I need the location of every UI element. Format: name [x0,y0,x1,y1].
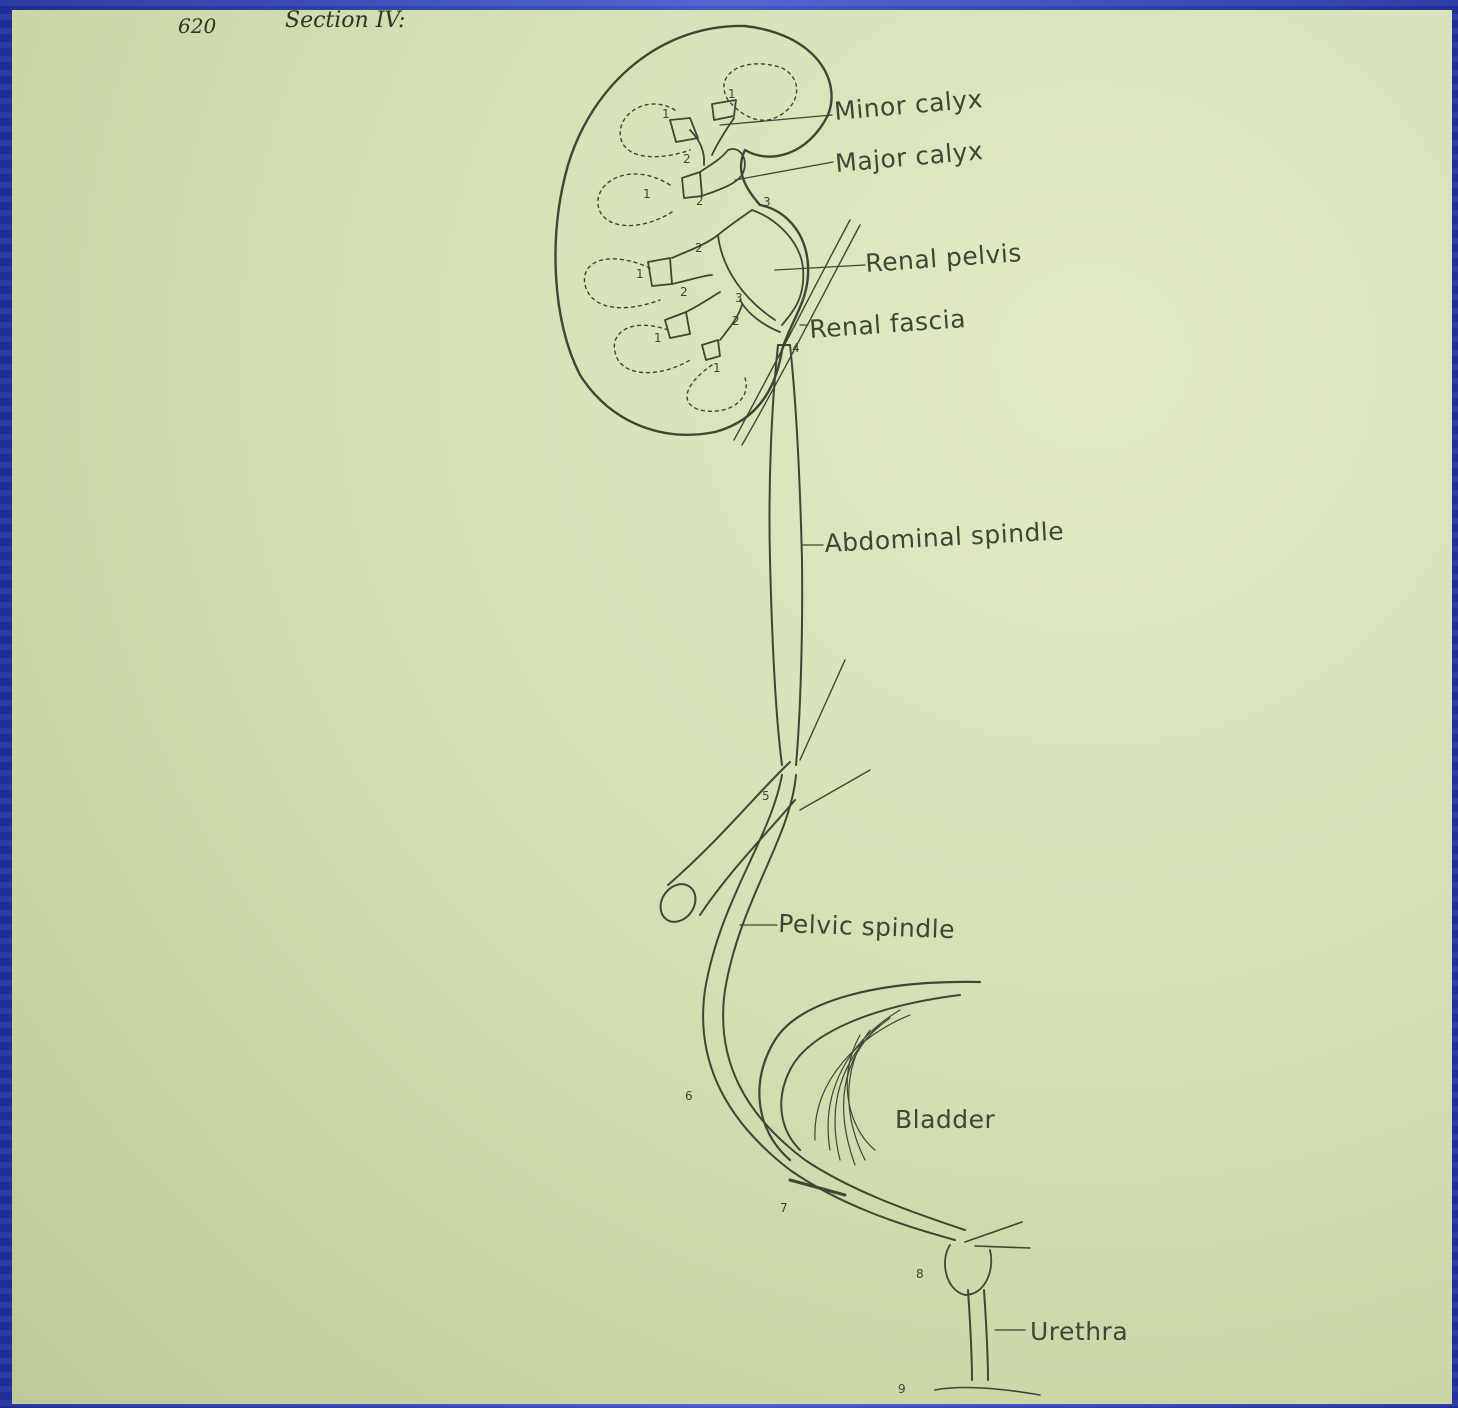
urethra-right-wall [983,1289,989,1381]
abdominal-ureter-right-wall [789,344,804,766]
label-major-calyx: Major calyx [834,136,984,178]
marker-2-major-calyx-d: 2 [680,285,688,299]
renal-fascia-line-2 [733,219,851,441]
leader-lines [719,114,1026,1331]
bladder-neck-line-2 [974,1245,1031,1249]
pelvic-ureter-left-wall [702,774,956,1241]
marker-5-iliac: 5 [762,789,770,803]
bladder-muscle-lines [814,1009,911,1166]
iliac-vessel-end [659,883,697,923]
label-renal-fascia: Renal fascia [808,304,966,344]
abdominal-ureter-left-wall [768,344,783,766]
marker-2-major-calyx-b: 2 [696,194,704,208]
bladder-wall-inner [780,994,961,1151]
urogenital-diaphragm [934,1386,1041,1396]
marker-2-major-calyx-a: 2 [683,152,691,166]
section-heading: Section IV: [285,10,405,33]
label-renal-pelvis: Renal pelvis [864,238,1022,278]
renal-fascia-line [741,224,861,446]
marker-3-pelvis-b: 3 [735,291,743,305]
marker-2-major-calyx-e: 2 [732,314,740,328]
bladder-wall-outer [758,980,982,1162]
crossing-line-upper [799,659,846,761]
marker-4-ureteropelvic: 4 [792,341,800,355]
crossing-line-lower [799,769,871,811]
page-number: 620 [178,14,216,38]
marker-8-prostatic: 8 [916,1267,924,1281]
label-bladder: Bladder [895,1105,996,1134]
label-urethra: Urethra [1030,1317,1128,1346]
label-minor-calyx: Minor calyx [833,84,984,126]
label-pelvic-spindle: Pelvic spindle [778,909,956,944]
renal-papillae [583,63,798,412]
pelvic-ureter-right-wall [722,774,966,1231]
marker-1-minor-calyx-f: 1 [713,361,721,375]
book-page: 620 Section IV: [12,10,1452,1404]
marker-1-minor-calyx-b: 1 [728,87,736,101]
marker-1-minor-calyx-d: 1 [636,267,644,281]
marker-9-membranous: 9 [898,1382,906,1396]
marker-1-minor-calyx-e: 1 [654,331,662,345]
prostate-region [944,1244,993,1296]
marker-1-minor-calyx-c: 1 [643,187,651,201]
bladder-neck-line-1 [964,1221,1023,1243]
intramural-ureter [788,1178,847,1197]
marker-2-major-calyx-c: 2 [695,241,703,255]
marker-1-minor-calyx-a: 1 [662,107,670,121]
calyces-and-pelvis [647,99,805,361]
urethra-left-wall [967,1289,973,1381]
urinary-tract-diagram: 620 Section IV: [178,10,1128,1396]
iliac-vessel [667,761,791,886]
label-abdominal-spindle: Abdominal spindle [824,516,1065,558]
marker-3-pelvis-a: 3 [763,195,771,209]
iliac-vessel-2 [699,799,796,916]
marker-7-vesical: 7 [780,1201,788,1215]
kidney-outline [554,24,833,436]
marker-6-pelvic: 6 [685,1089,693,1103]
